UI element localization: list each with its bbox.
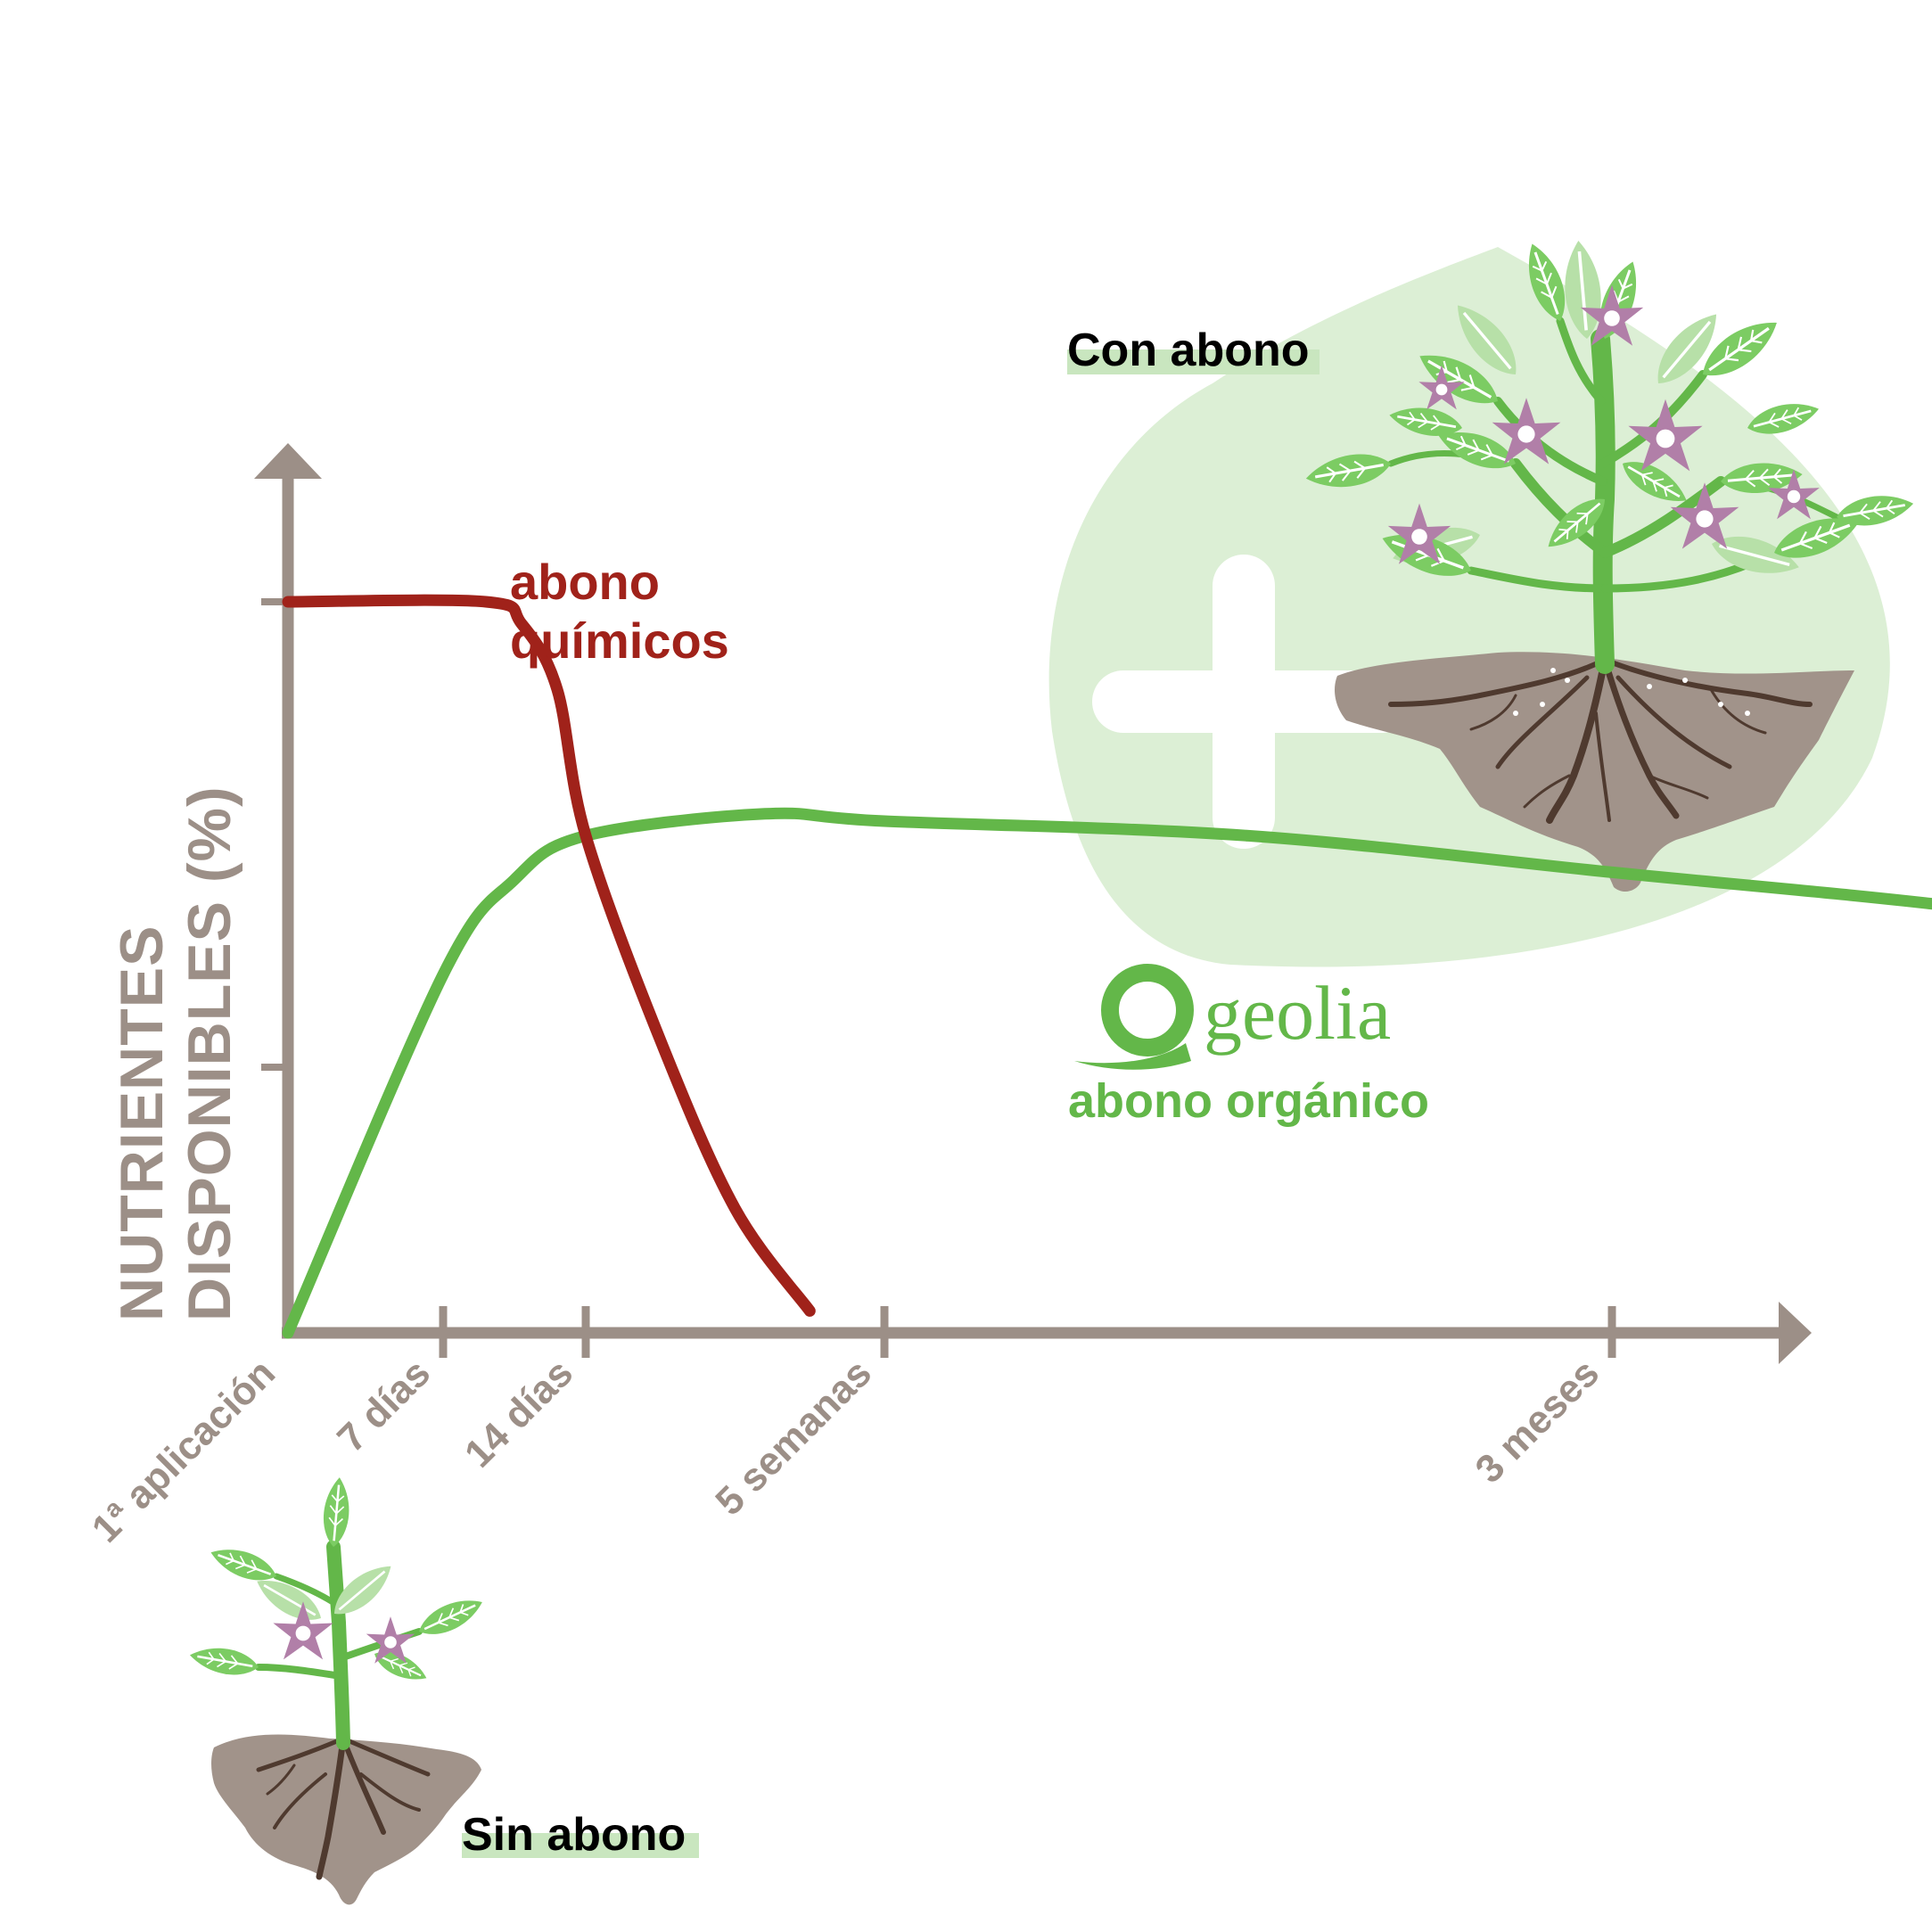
x-tick-label: 5 semanas — [707, 1351, 880, 1524]
axes — [254, 443, 1812, 1364]
x-axis-arrow — [1779, 1302, 1812, 1364]
organic-series-label: abono orgánico — [1068, 1074, 1429, 1128]
x-tick-label: 7 días — [329, 1351, 439, 1460]
flowering-plant-icon — [1302, 237, 1918, 892]
con-abono-highlight — [1067, 349, 1320, 374]
con-abono-label: Con abono — [1067, 325, 1310, 376]
y-axis-label-line2: DISPONIBLES (%) — [176, 785, 243, 1321]
small-plant-icon — [186, 1475, 489, 1905]
plus-icon — [1092, 555, 1413, 849]
geolia-logo-icon — [1074, 964, 1194, 1070]
brand-name: geolia — [1204, 970, 1391, 1056]
series-layer — [282, 594, 1932, 1339]
chemical-series-label-line2: químicos — [510, 612, 729, 669]
series-line-chemical — [282, 594, 816, 1317]
y-axis-arrow — [254, 443, 322, 479]
sin-abono-highlight — [462, 1833, 699, 1858]
sin-abono-label: Sin abono — [462, 1809, 686, 1861]
series-line-organic — [282, 807, 1932, 1339]
chemical-series-label-line1: abono — [510, 554, 660, 610]
x-tick-label: 14 días — [456, 1351, 581, 1476]
x-tick-label: 3 meses — [1467, 1351, 1607, 1491]
x-tick-label: 1ª aplicación — [84, 1351, 284, 1550]
y-axis-label-line1: NUTRIENTES — [108, 925, 176, 1321]
